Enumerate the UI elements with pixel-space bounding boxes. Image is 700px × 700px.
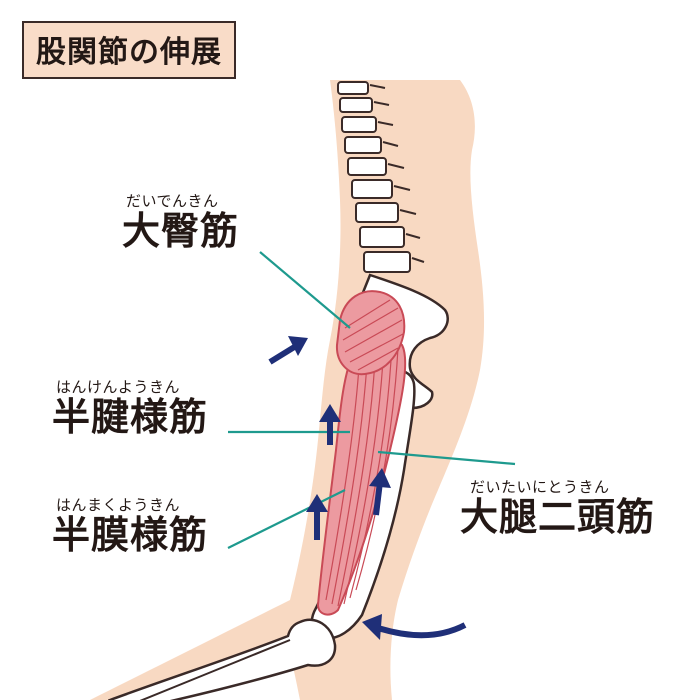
leader-semimembranosus [227, 489, 346, 549]
arrow-icon [268, 336, 308, 365]
label-ruby: はんけんようきん [56, 378, 181, 396]
tibia-bone [107, 618, 337, 700]
arrow-icon [319, 404, 341, 445]
label-semimembranosus: はんまくようきん 半膜様筋 [52, 494, 208, 557]
leader-biceps-femoris [377, 450, 516, 466]
label-semitendinosus: はんけんようきん 半腱様筋 [52, 376, 208, 439]
label-biceps-femoris: だいたいにとうきん 大腿二頭筋 [460, 476, 655, 539]
label-name: 半腱様筋 [52, 395, 209, 439]
arrow-icon [306, 494, 328, 540]
spine [337, 81, 425, 273]
gluteus-maximus-muscle [335, 290, 406, 376]
label-ruby: だいたいにとうきん [470, 478, 610, 496]
hamstrings [316, 338, 407, 616]
arrow-icon [369, 468, 391, 516]
label-name: 大腿二頭筋 [460, 495, 656, 539]
fibula-bone [139, 639, 291, 700]
motion-arrows [268, 336, 467, 640]
label-ruby: だいでんきん [126, 192, 219, 210]
label-name: 半膜様筋 [52, 513, 209, 557]
page-title: 股関節の伸展 [22, 21, 236, 79]
curved-arrow-icon [362, 614, 467, 640]
leader-gluteus [259, 251, 351, 329]
label-gluteus-maximus: だいでんきん 大臀筋 [122, 190, 239, 253]
label-ruby: はんまくようきん [56, 496, 181, 514]
label-name: 大臀筋 [122, 209, 240, 253]
